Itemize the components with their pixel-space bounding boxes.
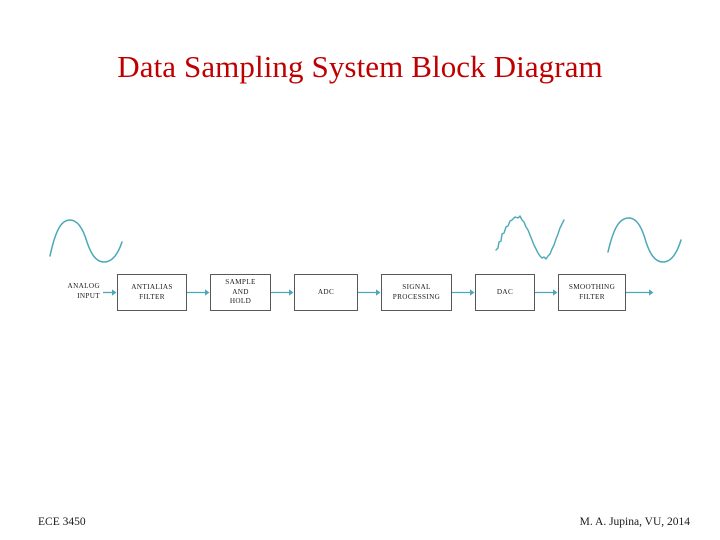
connector-antialias-to-sample-hold: [187, 289, 210, 296]
footer-course-code: ECE 3450: [38, 516, 86, 528]
connector-input-to-antialias: [103, 289, 117, 296]
block-label: ANTIALIAS FILTER: [131, 283, 173, 301]
block-sample-and-hold[interactable]: SAMPLE AND HOLD: [210, 274, 271, 311]
connector-smoothing-filter-output: [626, 289, 654, 296]
block-antialias-filter[interactable]: ANTIALIAS FILTER: [117, 274, 187, 311]
block-dac[interactable]: DAC: [475, 274, 535, 311]
analog-input-waveform: [49, 219, 123, 263]
block-signal-processing[interactable]: SIGNAL PROCESSING: [381, 274, 452, 311]
page-title: Data Sampling System Block Diagram: [117, 49, 603, 84]
block-smoothing-filter[interactable]: SMOOTHING FILTER: [558, 274, 626, 311]
footer-attribution: M. A. Jupina, VU, 2014: [579, 516, 690, 528]
block-adc[interactable]: ADC: [294, 274, 358, 311]
smoothed-output-waveform: [607, 217, 682, 263]
connector-dac-to-smoothing-filter: [535, 289, 558, 296]
dac-output-waveform: [495, 215, 565, 260]
block-label: DAC: [496, 287, 514, 296]
connector-sample-hold-to-adc: [271, 289, 294, 296]
analog-input-label: ANALOG INPUT: [67, 282, 100, 301]
block-label: SAMPLE AND HOLD: [225, 278, 256, 306]
connector-adc-to-signal-processing: [358, 289, 381, 296]
block-label: SMOOTHING FILTER: [568, 283, 616, 301]
block-label: ADC: [317, 287, 335, 296]
block-label: SIGNAL PROCESSING: [392, 283, 441, 301]
connector-signal-processing-to-dac: [452, 289, 475, 296]
